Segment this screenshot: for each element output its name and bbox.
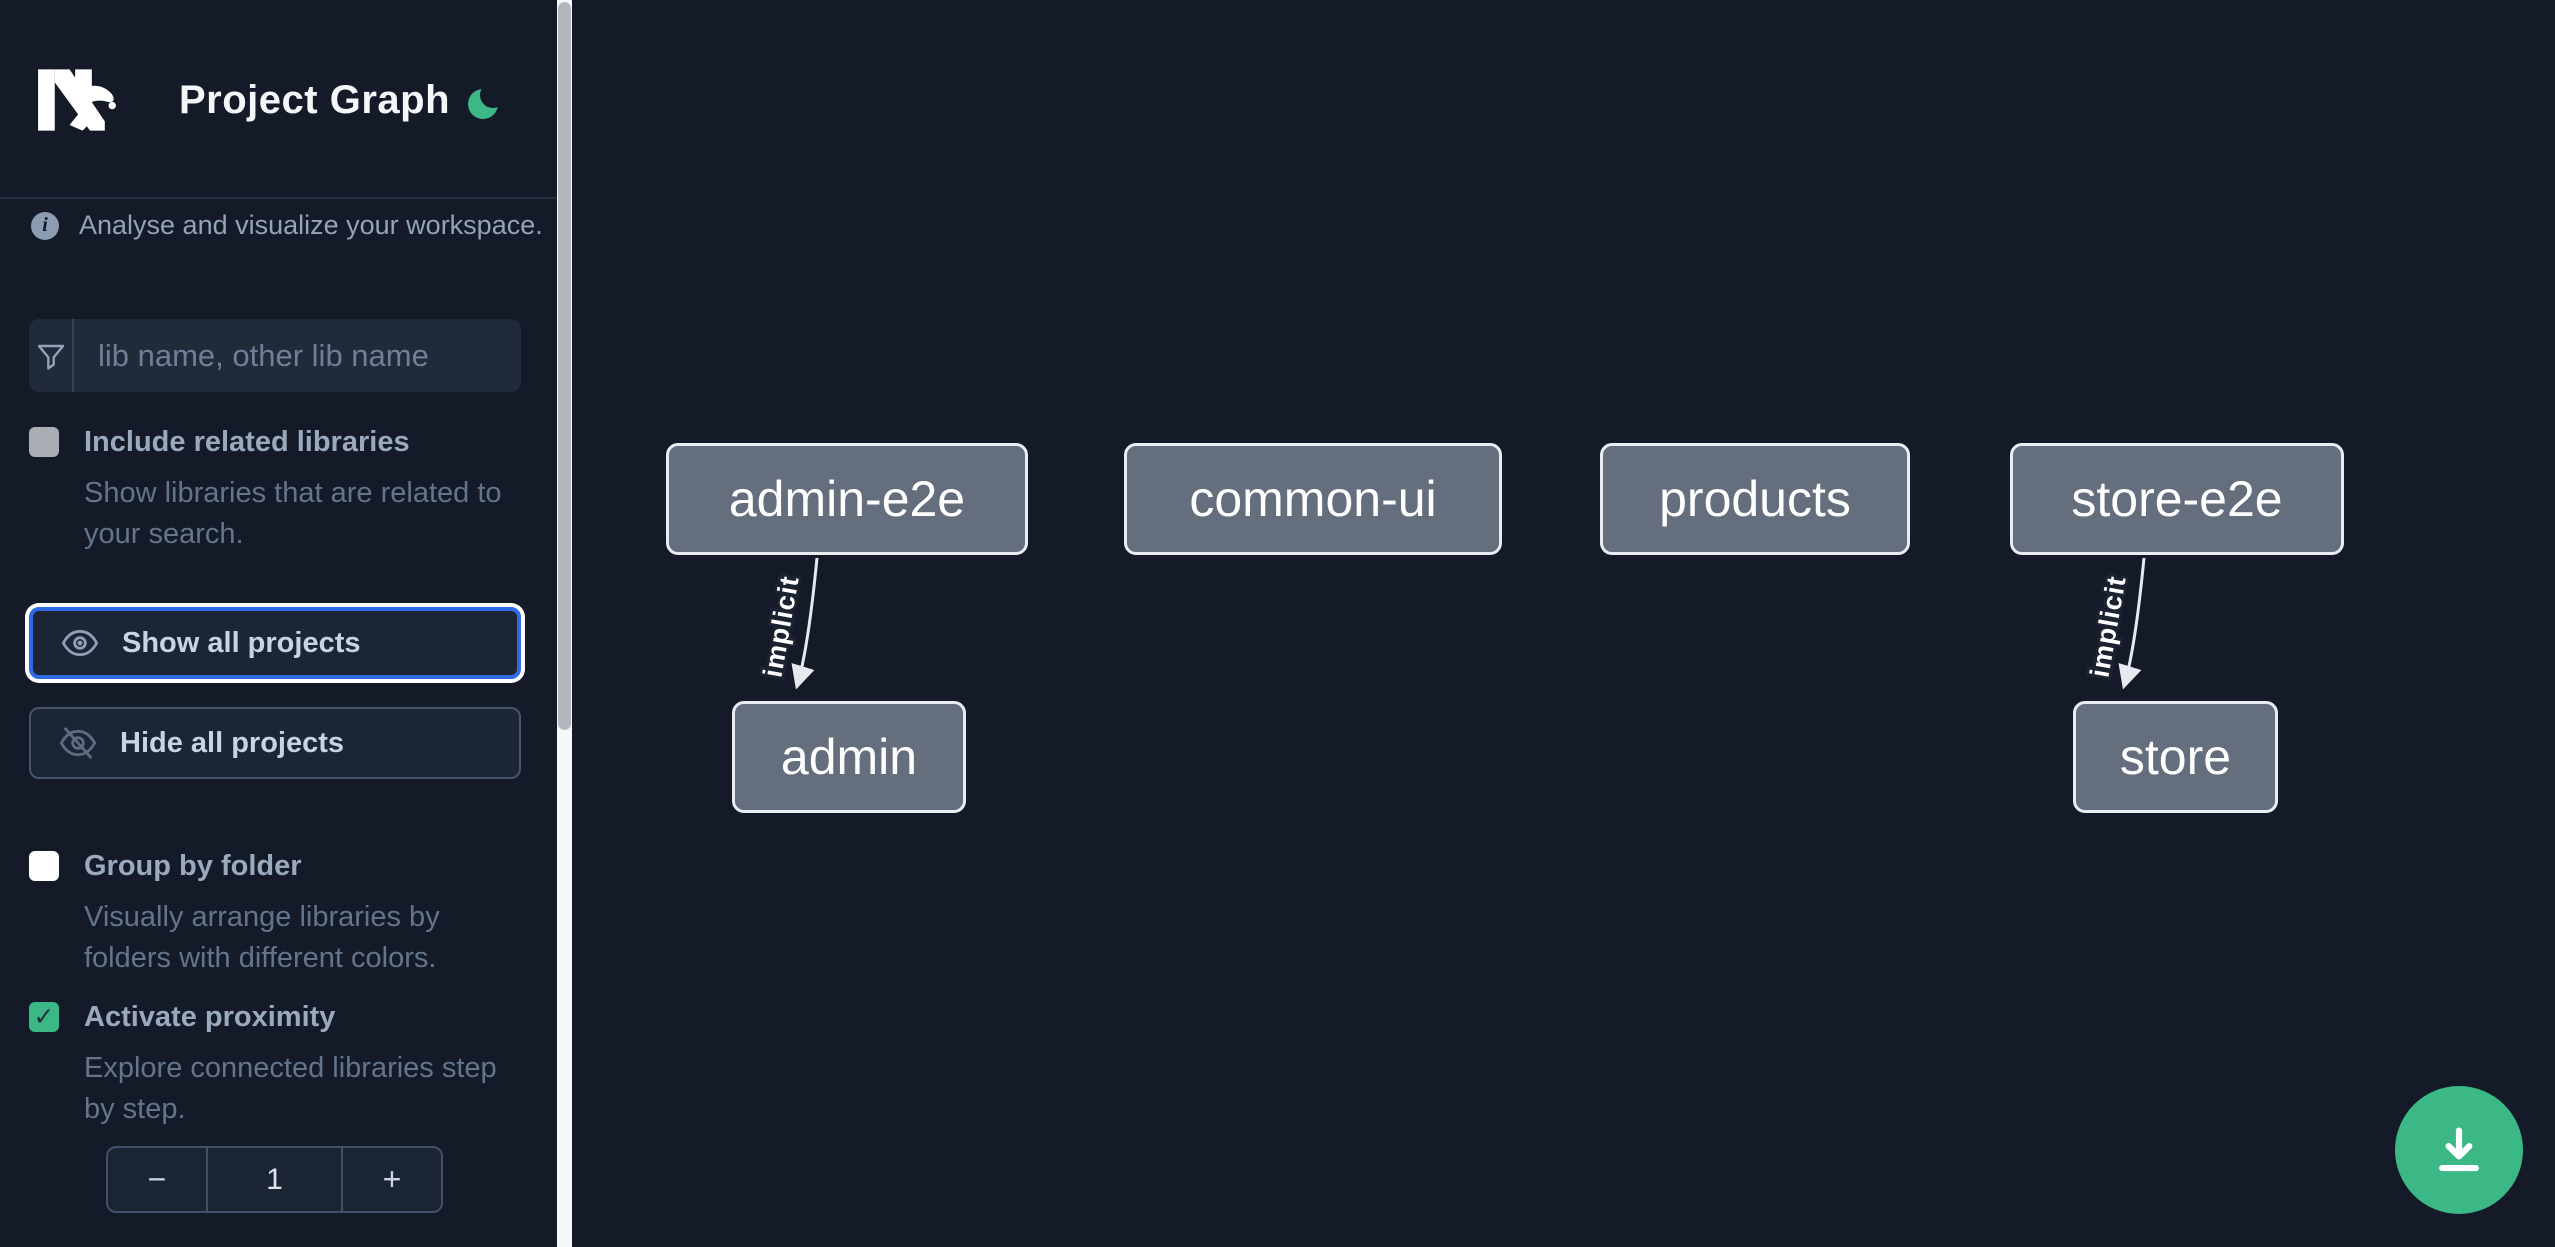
download-icon (2439, 1127, 2479, 1172)
node-products[interactable]: products (1600, 443, 1910, 555)
group-by-folder-description: Visually arrange libraries by folders wi… (84, 901, 440, 974)
graph-edges: implicit implicit (754, 557, 2146, 690)
edge-label-implicit: implicit (2084, 573, 2131, 679)
stepper-increment-button[interactable]: + (341, 1148, 441, 1211)
stepper-decrement-button[interactable]: − (108, 1148, 208, 1211)
info-icon: i (31, 211, 59, 240)
sidebar-scrollbar-track[interactable] (557, 0, 572, 1247)
group-by-folder-checkbox[interactable] (29, 851, 59, 881)
toggle-group-by-folder: Group by folder Visually arrange librari… (29, 851, 529, 991)
funnel-icon[interactable] (29, 319, 74, 392)
node-store-e2e[interactable]: store-e2e (2010, 443, 2344, 555)
activate-proximity-checkbox[interactable]: ✓ (29, 1002, 59, 1032)
include-related-description: Show libraries that are related to your … (84, 477, 502, 550)
toggle-include-related: Include related libraries Show libraries… (29, 427, 529, 557)
proximity-stepper: − 1 + (106, 1146, 443, 1213)
workspace-info-text: Analyse and visualize your workspace. (79, 210, 543, 240)
node-admin-e2e[interactable]: admin-e2e (666, 443, 1028, 555)
group-by-folder-label: Group by folder (84, 850, 302, 882)
filter-input[interactable] (74, 319, 521, 392)
show-all-projects-button[interactable]: Show all projects (29, 607, 521, 679)
hide-all-projects-label: Hide all projects (120, 726, 345, 759)
include-related-label: Include related libraries (84, 426, 410, 458)
download-image-button[interactable] (2395, 1086, 2523, 1214)
nx-logo-icon (38, 69, 116, 131)
node-admin[interactable]: admin (732, 701, 966, 813)
page-title: Project Graph (179, 78, 451, 122)
activate-proximity-label: Activate proximity (84, 1001, 336, 1033)
sidebar-scrollbar-thumb[interactable] (558, 2, 571, 730)
node-store[interactable]: store (2073, 701, 2278, 813)
edge-label-implicit: implicit (757, 573, 804, 679)
project-graph-canvas[interactable]: implicit implicit admin-e2e common-ui pr… (572, 0, 2555, 1247)
hide-all-projects-button[interactable]: Hide all projects (29, 707, 521, 779)
node-common-ui[interactable]: common-ui (1124, 443, 1502, 555)
workspace-info: i Analyse and visualize your workspace. (31, 210, 543, 241)
activate-proximity-description: Explore connected libraries step by step… (84, 1052, 497, 1125)
moon-icon[interactable] (466, 82, 506, 122)
sidebar: Project Graph i Analyse and visualize yo… (0, 0, 557, 1247)
edge-admin-e2e-admin (791, 557, 819, 690)
eye-off-icon (59, 727, 97, 759)
sidebar-header: Project Graph (0, 0, 557, 199)
eye-icon (61, 629, 99, 657)
edge-store-e2e-store (2118, 557, 2146, 690)
show-all-projects-label: Show all projects (122, 626, 361, 659)
toggle-activate-proximity: ✓ Activate proximity Explore connected l… (29, 1002, 529, 1142)
stepper-value: 1 (266, 1162, 283, 1196)
filter-box (29, 319, 521, 392)
include-related-checkbox[interactable] (29, 427, 59, 457)
